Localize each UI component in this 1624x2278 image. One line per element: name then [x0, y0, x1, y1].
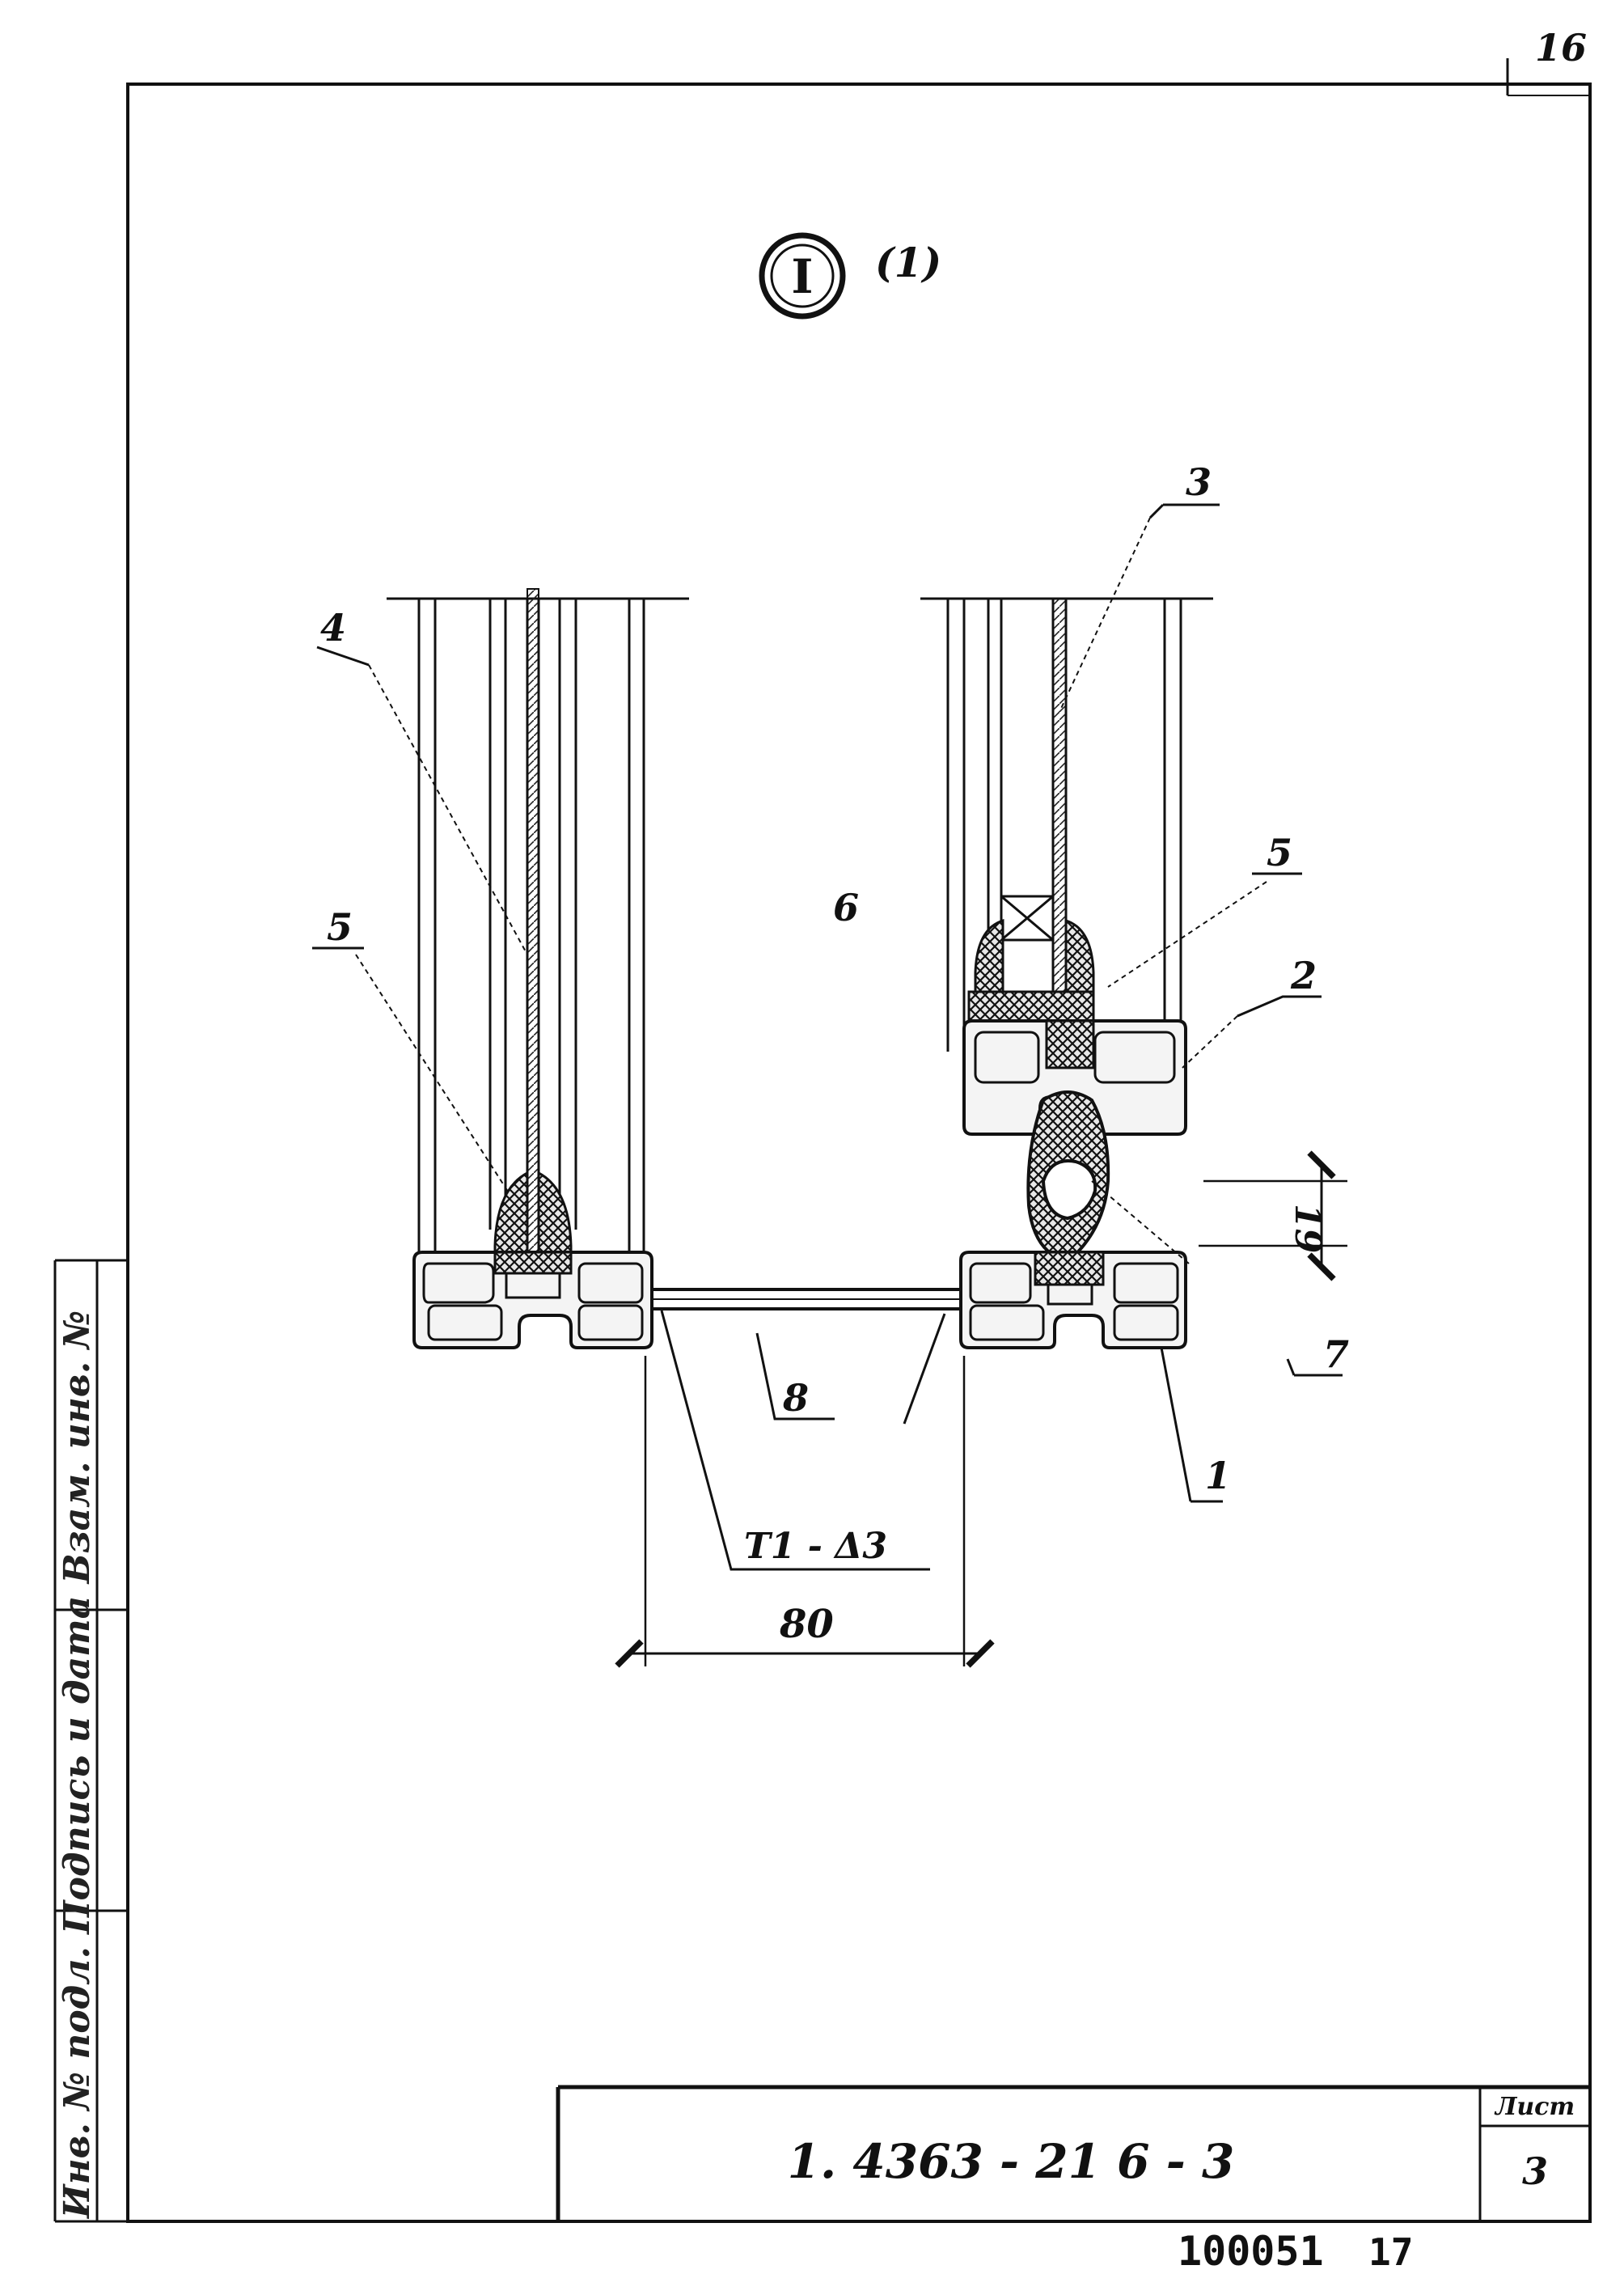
callout-5-right: 5: [1267, 831, 1292, 874]
detail-marker-inner-circle: [770, 243, 835, 308]
weld-callout: Т1 - Δ3: [744, 1526, 887, 1567]
dimension-gap: [615, 1356, 995, 1668]
dimension-offset-value: 19: [1287, 1204, 1328, 1253]
sheet-value: 3: [1522, 2149, 1548, 2193]
inventory-number: 100051: [1178, 2228, 1324, 2275]
detail-marker: I (1): [759, 232, 941, 320]
dimension-offset: [1199, 1150, 1347, 1281]
detail-marker-outer-circle: [759, 232, 846, 320]
callout-5-left: 5: [327, 905, 353, 949]
sheet-label: Лист: [1494, 2093, 1575, 2121]
glass-3: [1052, 598, 1067, 993]
callout-4: 4: [320, 606, 346, 650]
side-stamp-text: Инв. № подл. Подпись и дата Взам. инв. №: [57, 1310, 98, 2220]
page-number: 17: [1368, 2230, 1413, 2274]
detail-number: I: [791, 249, 813, 304]
right-profile: [959, 1251, 1187, 1349]
leader-lines: [355, 517, 1267, 1264]
glass-4: [527, 588, 539, 1271]
drawing-designation: 1. 4363 - 21 6 - 3: [788, 2134, 1235, 2189]
leader-lines-solid: [312, 503, 1343, 1571]
sheet-frame: [126, 58, 1592, 2223]
callout-3: 3: [1186, 460, 1212, 504]
detail-ref: (1): [875, 239, 941, 286]
center-seal-cavity: [1041, 1159, 1097, 1221]
connecting-strip: [652, 1288, 961, 1310]
callouts: 1 2 3 4 5 5 6 7 8 Т1 - Δ3: [320, 460, 1349, 1567]
callout-6: 6: [833, 886, 859, 929]
title-block: [556, 2085, 1590, 2221]
callout-2: 2: [1290, 954, 1317, 997]
dimension-gap-value: 80: [779, 1602, 834, 1647]
corner-number: 16: [1535, 26, 1587, 70]
right-glazing-bead: [974, 918, 1095, 993]
right-sash: [920, 597, 1213, 1052]
left-sash: [387, 588, 689, 1271]
callout-8: 8: [782, 1376, 809, 1420]
left-profile: [412, 1251, 653, 1349]
side-stamp: Инв. № подл. Подпись и дата Взам. инв. №: [53, 1259, 128, 2223]
callout-1: 1: [1205, 1454, 1231, 1497]
callout-7: 7: [1323, 1332, 1349, 1376]
